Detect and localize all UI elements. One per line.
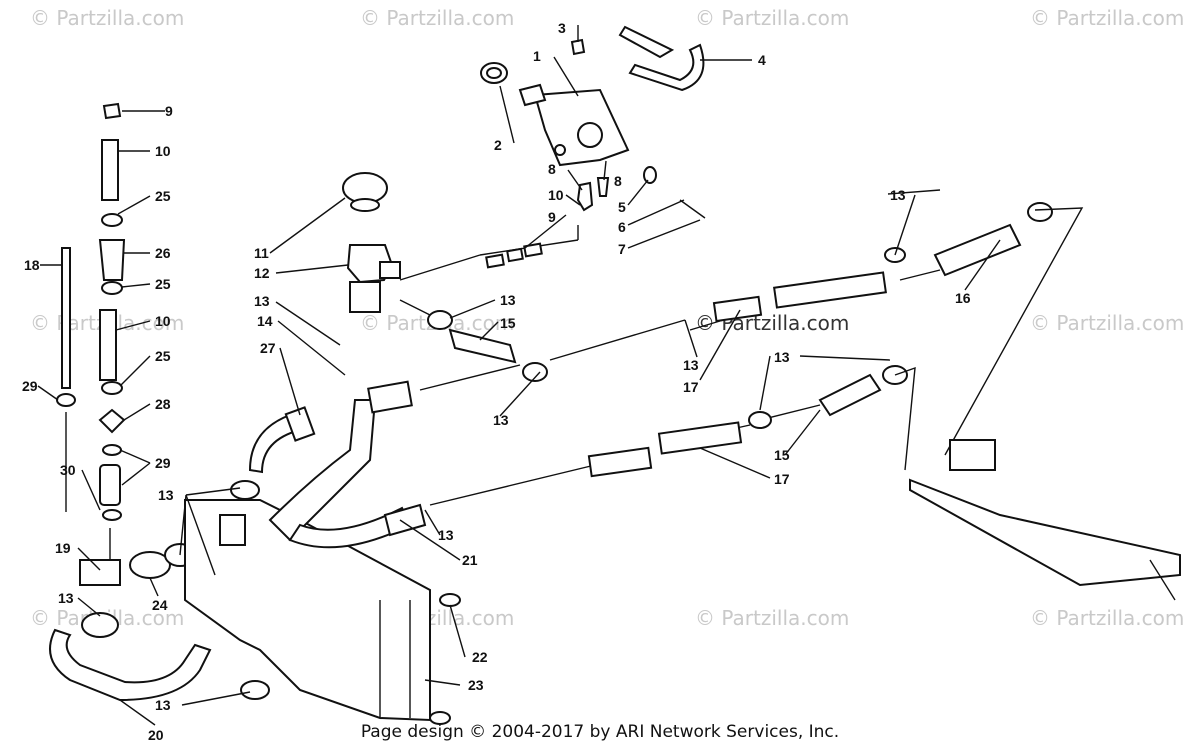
callout-13f: 13 <box>774 349 790 365</box>
callout-22: 22 <box>472 649 488 665</box>
callout-18: 18 <box>24 257 40 273</box>
watermark: © Partzilla.com <box>360 6 514 30</box>
callout-13a: 13 <box>254 293 270 309</box>
callout-17a: 17 <box>683 379 699 395</box>
watermark: © Partzilla.com <box>1030 311 1184 335</box>
watermark: © Partzilla.com <box>30 6 184 30</box>
callout-13i: 13 <box>58 590 74 606</box>
callout-9-left: 9 <box>165 103 173 119</box>
callout-20: 20 <box>148 727 164 743</box>
callout-13c: 13 <box>493 412 509 428</box>
callout-5: 5 <box>618 199 626 215</box>
callout-8b: 8 <box>614 173 622 189</box>
callout-15a: 15 <box>500 315 516 331</box>
callout-10: 10 <box>548 187 564 203</box>
callout-28: 28 <box>155 396 171 412</box>
callout-25: 25 <box>155 188 171 204</box>
callout-13b: 13 <box>500 292 516 308</box>
callout-13h: 13 <box>158 487 174 503</box>
callout-12: 12 <box>254 265 270 281</box>
parts <box>49 25 1181 725</box>
callout-26: 26 <box>155 245 171 261</box>
callout-6: 6 <box>618 219 626 235</box>
callout-21: 21 <box>462 552 478 568</box>
callout-16: 16 <box>955 290 971 306</box>
callout-10b: 10 <box>155 313 171 329</box>
callout-8: 8 <box>548 161 556 177</box>
watermark: © Partzilla.com <box>695 606 849 630</box>
watermark: © Partzilla.com <box>1030 6 1184 30</box>
callout-30: 30 <box>60 462 76 478</box>
callout-23: 23 <box>468 677 484 693</box>
callout-25b: 25 <box>155 276 171 292</box>
callout-3: 3 <box>558 20 566 36</box>
callout-13j: 13 <box>155 697 171 713</box>
watermark: © Partzilla.com <box>1030 606 1184 630</box>
callout-10-left: 10 <box>155 143 171 159</box>
callout-25c: 25 <box>155 348 171 364</box>
callout-15b: 15 <box>774 447 790 463</box>
watermark: © Partzilla.com <box>695 6 849 30</box>
callouts: 1 2 3 4 5 6 7 8 8 10 9 9 10 25 26 25 10 … <box>22 20 971 743</box>
callout-4: 4 <box>758 52 766 68</box>
callout-14: 14 <box>257 313 273 329</box>
callout-17b: 17 <box>774 471 790 487</box>
callout-7: 7 <box>618 241 626 257</box>
callout-27: 27 <box>260 340 276 356</box>
callout-1: 1 <box>533 48 541 64</box>
callout-29b: 29 <box>22 378 38 394</box>
callout-19: 19 <box>55 540 71 556</box>
footer-copyright: Page design © 2004-2017 by ARI Network S… <box>360 722 840 742</box>
callout-29: 29 <box>155 455 171 471</box>
callout-13e: 13 <box>890 187 906 203</box>
leader-lines <box>37 25 1001 726</box>
callout-13g: 13 <box>438 527 454 543</box>
callout-11: 11 <box>254 245 269 261</box>
callout-24: 24 <box>152 597 168 613</box>
callout-2: 2 <box>494 137 502 153</box>
callout-13d: 13 <box>683 357 699 373</box>
callout-9: 9 <box>548 209 556 225</box>
